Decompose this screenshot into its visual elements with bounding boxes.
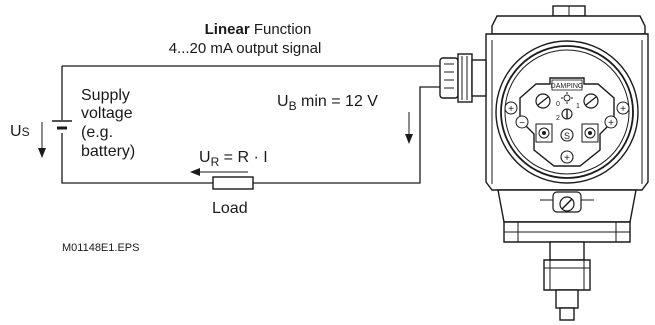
diagram-subtitle: 4...20 mA output signal: [169, 40, 322, 57]
supply-line-3: (e.g.: [81, 124, 113, 141]
cable-gland: [439, 53, 487, 103]
terminal-s: S: [560, 128, 574, 142]
rotary-switch-icon: [561, 108, 573, 120]
ub-arrow: [405, 112, 413, 144]
damping-label: DAMPING: [551, 83, 584, 90]
process-neck: [549, 241, 585, 261]
ur-arrow: [190, 168, 248, 176]
board-screw-right-icon: [583, 93, 599, 109]
minus-marker-left: −: [515, 115, 529, 129]
right-wire: [253, 86, 440, 184]
left-bottom-wire: [61, 133, 213, 184]
process-tip: [559, 307, 575, 321]
svg-text:−: −: [519, 118, 525, 129]
plus-marker-right: +: [616, 101, 630, 115]
switch-label-2: 2: [556, 115, 560, 122]
us-arrow: [38, 122, 46, 158]
file-reference: M01148E1.EPS: [62, 242, 139, 254]
terminal-pad-left: [535, 123, 553, 143]
supply-line-1: Supply: [81, 87, 130, 104]
ub-label: UB min = 12 V: [277, 93, 378, 113]
svg-text:+: +: [508, 104, 514, 115]
svg-text:+: +: [608, 118, 614, 129]
diagram-title: Linear Function: [205, 21, 312, 38]
terminal-ground: +: [560, 150, 574, 164]
plus-marker-right-lower: +: [604, 115, 618, 129]
supply-line-4: battery): [81, 143, 135, 160]
svg-text:+: +: [564, 153, 570, 164]
switch-label-0: 0: [556, 101, 560, 108]
top-flange: [491, 15, 646, 35]
svg-text:S: S: [564, 131, 570, 141]
load-label: Load: [212, 200, 248, 217]
supply-line-2: voltage: [81, 105, 133, 122]
process-connection: [543, 259, 591, 291]
transmitter-device: DAMPING 0 2 1: [439, 5, 649, 321]
svg-text:+: +: [620, 104, 626, 115]
board-screw-left-icon: [535, 93, 551, 109]
locking-screw-icon: [540, 191, 594, 213]
plus-marker-left: +: [504, 101, 518, 115]
ur-label: UR = R · I: [199, 149, 268, 169]
damping-box: [551, 79, 583, 91]
circuit-wires: [61, 65, 440, 184]
switch-label-1: 1: [576, 103, 580, 110]
battery-symbol: [52, 120, 72, 130]
damping-knob-icon: [561, 92, 573, 104]
load-resistor: [212, 176, 254, 190]
us-label: US: [10, 123, 30, 140]
terminal-pad-right: [581, 123, 599, 143]
process-stub: [555, 289, 579, 309]
